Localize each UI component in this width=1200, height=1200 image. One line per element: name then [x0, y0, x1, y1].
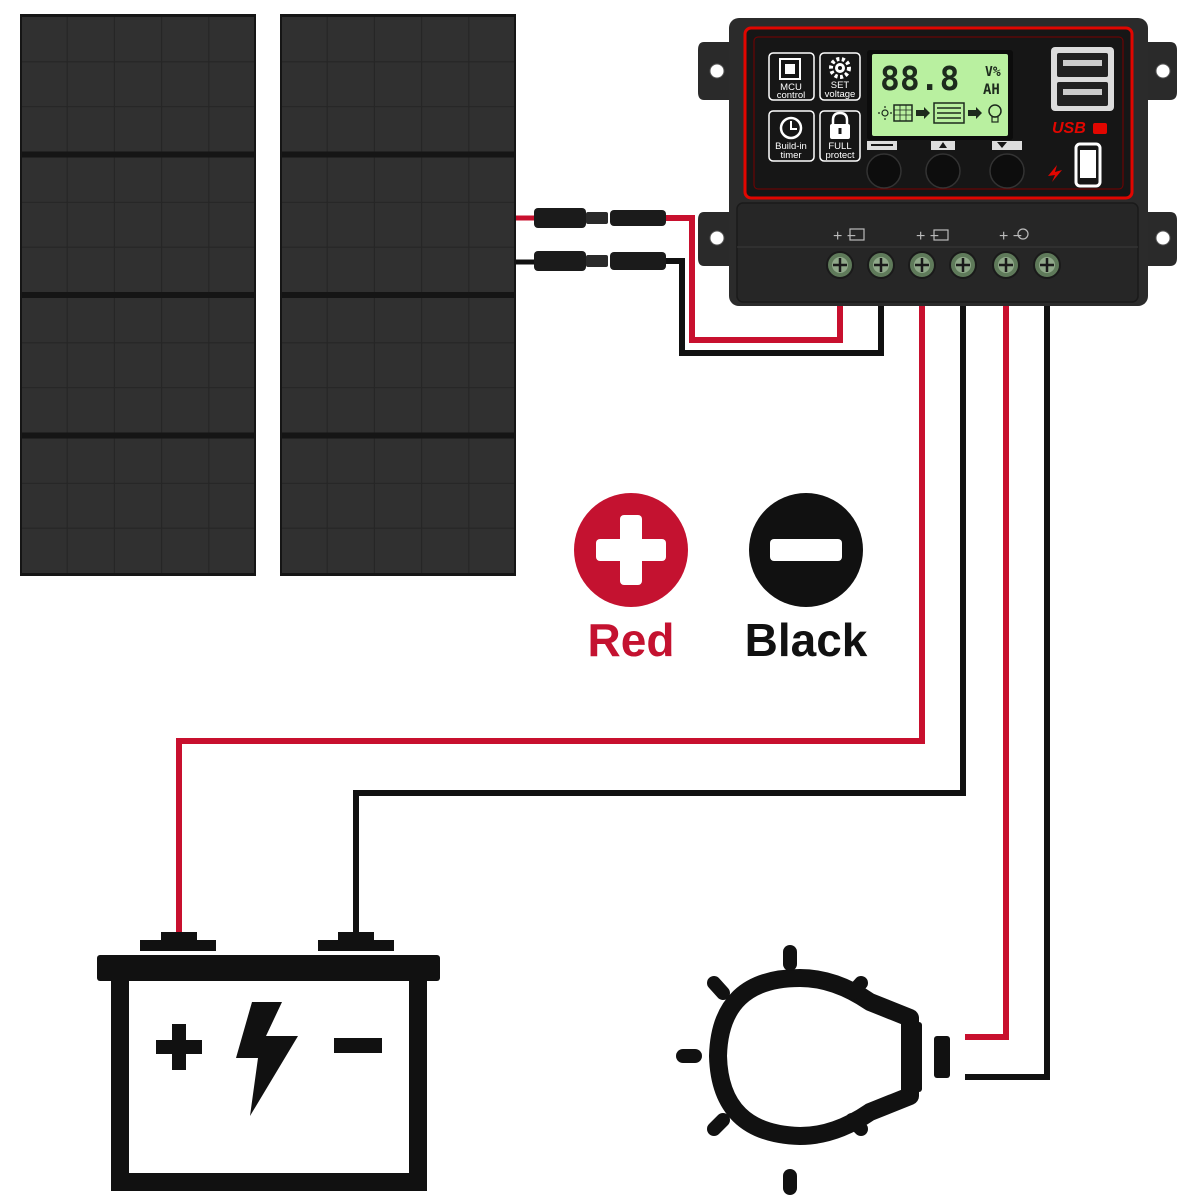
- wire-solar-positive: [666, 215, 843, 343]
- light-rays: [676, 945, 868, 1195]
- clock-icon: [779, 116, 803, 140]
- panel-segment: [282, 438, 514, 573]
- wires: [176, 215, 1050, 1080]
- plus-icon: [939, 142, 947, 148]
- battery-body: [111, 981, 427, 1191]
- feature-label: SET: [831, 80, 850, 91]
- lcd-unit-bottom: AH: [983, 82, 1000, 98]
- terminal-screw[interactable]: [949, 251, 977, 279]
- lcd-display: 88.8 V% AH: [867, 50, 1013, 140]
- wire-battery-positive: [176, 305, 925, 940]
- panel-segment: [282, 157, 514, 292]
- lcd-solar-panel-icon: [893, 104, 913, 122]
- lcd-battery-icon: [933, 102, 965, 124]
- up-button[interactable]: [925, 141, 961, 189]
- terminal-screw[interactable]: [908, 251, 936, 279]
- gear-icon: [829, 57, 851, 79]
- battery-icon: [933, 229, 949, 241]
- bulb-icon: [676, 945, 950, 1195]
- charge-controller: MCU control SET voltage Build-in timer: [698, 18, 1177, 306]
- feature-label: Build-in: [775, 141, 807, 152]
- lcd-digits: 88.8: [880, 59, 959, 98]
- feature-sublabel: voltage: [825, 89, 856, 100]
- feature-label: FULL: [828, 141, 851, 152]
- feature-sublabel: protect: [825, 150, 854, 161]
- phone-icon: [1074, 142, 1102, 188]
- lightning-icon: [236, 1002, 298, 1116]
- wire-load-negative: [965, 305, 1050, 1080]
- legend-negative: Black: [745, 493, 868, 666]
- terminal-screw[interactable]: [867, 251, 895, 279]
- terminal-label-solar: + −: [833, 228, 865, 245]
- menu-button[interactable]: [866, 141, 902, 189]
- panel-segment: [282, 17, 514, 152]
- wire-solar-negative: [666, 258, 884, 356]
- terminal-block: [736, 202, 1139, 303]
- solar-panel-left: [20, 14, 256, 576]
- solar-panel-icon: [849, 228, 865, 241]
- terminal-label-load: + −: [999, 228, 1029, 245]
- lcd-unit-top: V%: [985, 65, 1001, 80]
- panel-segment: [22, 17, 254, 152]
- lightning-icon: [1048, 165, 1062, 182]
- feature-label: MCU: [780, 82, 802, 93]
- terminal-screw[interactable]: [992, 251, 1020, 279]
- legend-positive-label: Red: [588, 614, 675, 666]
- lcd-bulb-icon: [988, 104, 1002, 123]
- feature-mcu-control: MCU control: [768, 52, 815, 101]
- polarity-label: + −: [916, 228, 939, 245]
- chip-icon: [779, 58, 801, 80]
- terminal-screws: [826, 251, 1061, 279]
- feature-sublabel: control: [777, 90, 806, 101]
- wire-battery-negative: [353, 305, 966, 940]
- polarity-label: + −: [999, 228, 1022, 245]
- polarity-label: + −: [833, 228, 856, 245]
- panel-segment: [22, 438, 254, 573]
- feature-full-protect: FULL protect: [819, 110, 861, 162]
- panel-segment: [22, 298, 254, 433]
- battery: [97, 932, 440, 1191]
- lcd-arrow-icon: [968, 107, 982, 119]
- usb-battery-icon: [1093, 123, 1107, 134]
- mc4-connectors: [516, 208, 666, 271]
- terminal-screw[interactable]: [1033, 251, 1061, 279]
- usb-ports[interactable]: [1051, 47, 1114, 111]
- bulb-icon: [1017, 228, 1029, 240]
- feature-sublabel: timer: [780, 150, 801, 161]
- terminal-screw[interactable]: [826, 251, 854, 279]
- wire-load-positive: [965, 305, 1009, 1040]
- lcd-sun-icon: [878, 106, 892, 120]
- legend: Red Black: [574, 493, 868, 666]
- panel-segment: [22, 157, 254, 292]
- legend-negative-label: Black: [745, 614, 868, 666]
- feature-set-voltage: SET voltage: [819, 52, 861, 101]
- lock-icon: [830, 111, 850, 139]
- lcd-arrow-icon: [916, 107, 930, 119]
- battery-cap: [97, 955, 440, 981]
- usb-label: USB: [1052, 120, 1086, 137]
- legend-positive: Red: [574, 493, 688, 666]
- down-button[interactable]: [989, 141, 1025, 189]
- solar-panel-right: [280, 14, 516, 576]
- panel-segment: [282, 298, 514, 433]
- terminal-label-battery: + −: [916, 228, 949, 245]
- minus-icon: [334, 1038, 382, 1053]
- feature-build-in-timer: Build-in timer: [768, 110, 815, 162]
- minus-icon: [997, 142, 1007, 148]
